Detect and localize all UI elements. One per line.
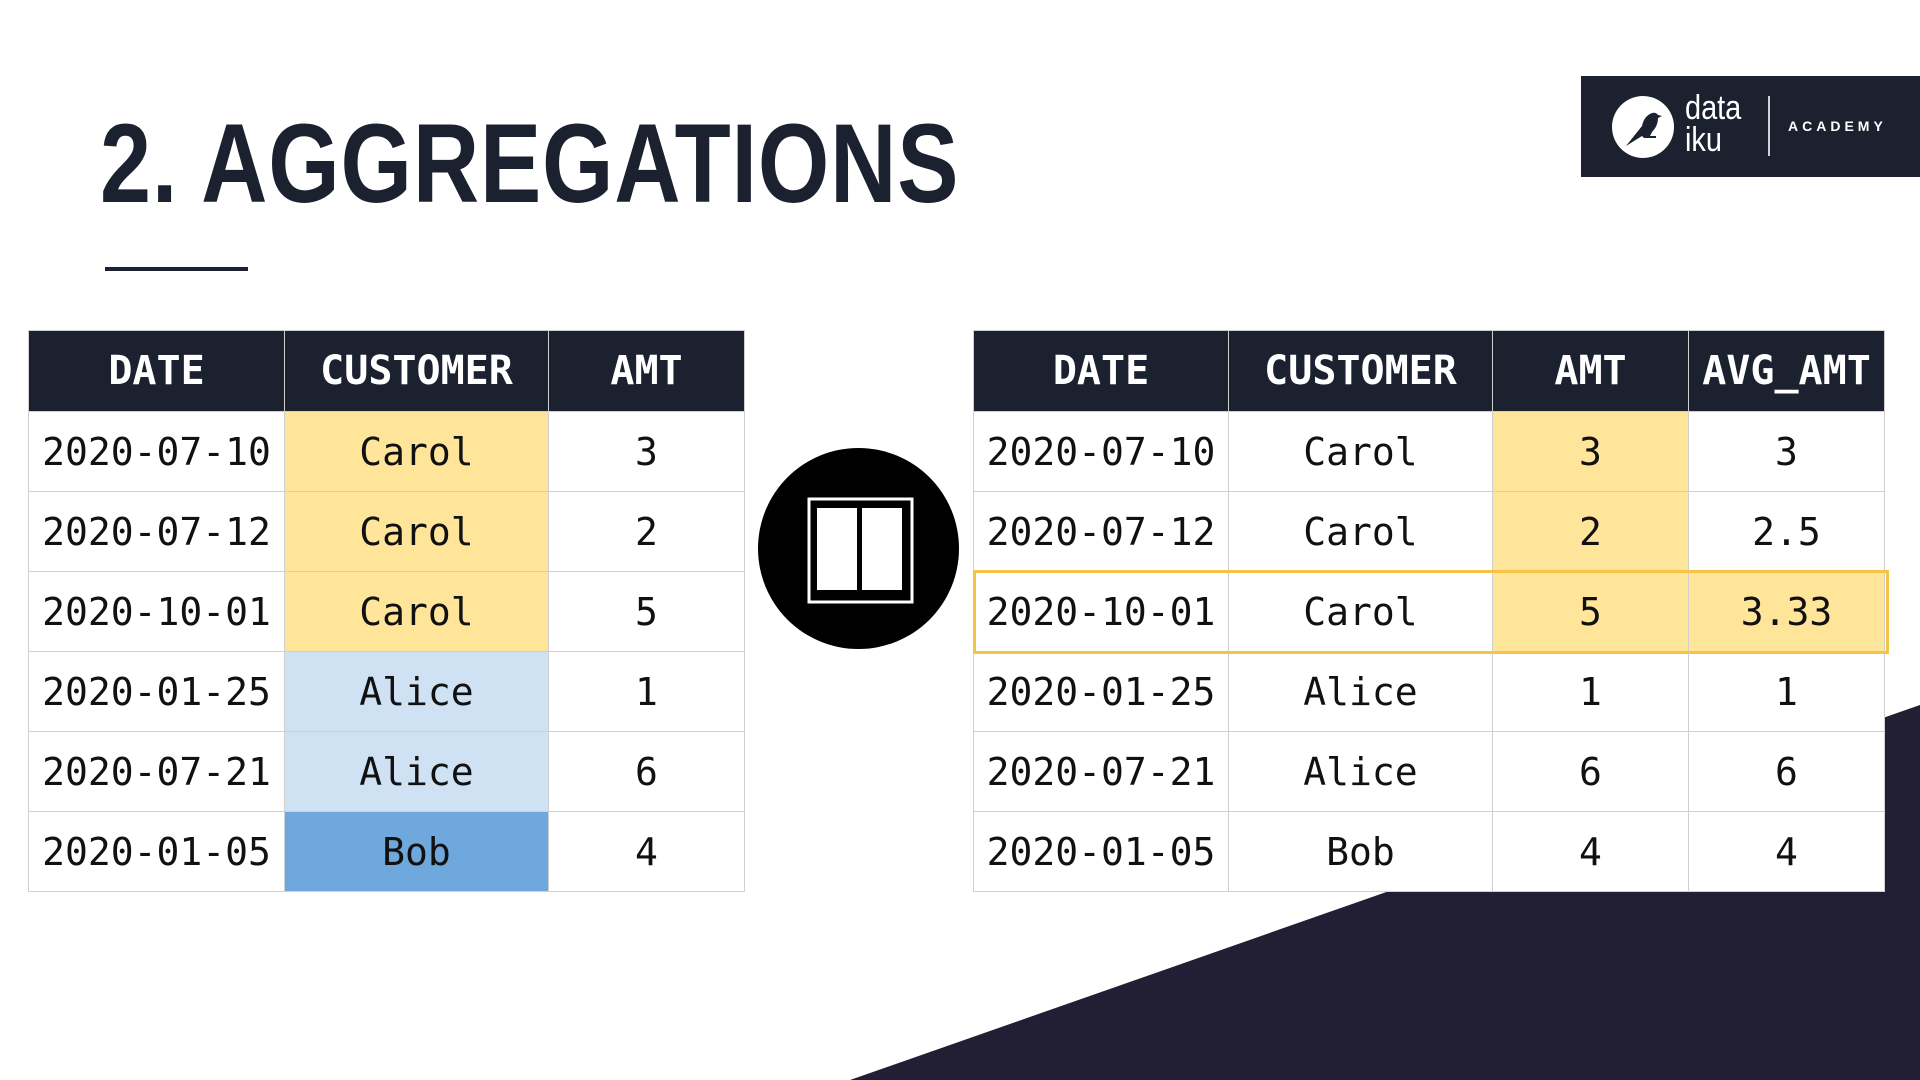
cell-customer: Bob bbox=[284, 811, 549, 892]
logo-academy-label: ACADEMY bbox=[1788, 118, 1887, 134]
column-header-customer: CUSTOMER bbox=[1228, 330, 1493, 412]
cell-date: 2020-07-10 bbox=[973, 411, 1229, 492]
cell-amt: 3 bbox=[548, 411, 745, 492]
cell-customer: Alice bbox=[1228, 651, 1493, 732]
cell-customer: Alice bbox=[284, 731, 549, 812]
cell-date: 2020-07-12 bbox=[28, 491, 285, 572]
column-header-avg-amt: AVG_AMT bbox=[1688, 330, 1885, 412]
logo-wordmark: data iku bbox=[1685, 89, 1742, 159]
cell-avg-amt: 3.33 bbox=[1688, 571, 1885, 652]
cell-amt: 4 bbox=[1492, 811, 1689, 892]
window-columns-icon bbox=[807, 497, 914, 604]
cell-customer: Alice bbox=[284, 651, 549, 732]
cell-amt: 6 bbox=[1492, 731, 1689, 812]
cell-customer: Carol bbox=[1228, 571, 1493, 652]
column-header-amt: AMT bbox=[548, 330, 745, 412]
title-underline bbox=[105, 267, 248, 271]
table-header-row: DATE CUSTOMER AMT bbox=[28, 330, 745, 412]
column-header-amt: AMT bbox=[1492, 330, 1689, 412]
input-table: DATE CUSTOMER AMT 2020-07-10 Carol 3 202… bbox=[28, 330, 745, 892]
cell-date: 2020-10-01 bbox=[973, 571, 1229, 652]
cell-customer: Alice bbox=[1228, 731, 1493, 812]
cell-amt: 2 bbox=[1492, 491, 1689, 572]
cell-amt: 2 bbox=[548, 491, 745, 572]
window-function-operator bbox=[758, 448, 959, 649]
column-header-date: DATE bbox=[28, 330, 285, 412]
cell-date: 2020-01-25 bbox=[28, 651, 285, 732]
cell-date: 2020-01-25 bbox=[973, 651, 1229, 732]
table-row: 2020-01-05 Bob 4 4 bbox=[973, 811, 1885, 892]
cell-customer: Carol bbox=[284, 411, 549, 492]
cell-customer: Carol bbox=[1228, 491, 1493, 572]
table-header-row: DATE CUSTOMER AMT AVG_AMT bbox=[973, 330, 1885, 412]
table-row: 2020-07-10 Carol 3 3 bbox=[973, 411, 1885, 492]
bird-icon bbox=[1612, 96, 1674, 158]
dataiku-academy-logo: data iku ACADEMY bbox=[1581, 76, 1920, 177]
cell-amt: 6 bbox=[548, 731, 745, 812]
column-header-customer: CUSTOMER bbox=[284, 330, 549, 412]
cell-date: 2020-07-10 bbox=[28, 411, 285, 492]
cell-customer: Carol bbox=[1228, 411, 1493, 492]
cell-date: 2020-01-05 bbox=[973, 811, 1229, 892]
cell-date: 2020-07-21 bbox=[973, 731, 1229, 812]
table-row-highlighted: 2020-10-01 Carol 5 3.33 bbox=[973, 571, 1885, 652]
table-row: 2020-07-10 Carol 3 bbox=[28, 411, 745, 492]
cell-avg-amt: 4 bbox=[1688, 811, 1885, 892]
logo-word-data: data bbox=[1685, 89, 1742, 127]
cell-date: 2020-07-21 bbox=[28, 731, 285, 812]
cell-date: 2020-01-05 bbox=[28, 811, 285, 892]
cell-date: 2020-10-01 bbox=[28, 571, 285, 652]
table-row: 2020-01-05 Bob 4 bbox=[28, 811, 745, 892]
cell-customer: Carol bbox=[284, 571, 549, 652]
table-row: 2020-07-21 Alice 6 6 bbox=[973, 731, 1885, 812]
logo-word-iku: iku bbox=[1685, 121, 1722, 159]
cell-amt: 3 bbox=[1492, 411, 1689, 492]
logo-divider bbox=[1768, 96, 1770, 156]
cell-avg-amt: 2.5 bbox=[1688, 491, 1885, 572]
cell-customer: Bob bbox=[1228, 811, 1493, 892]
cell-avg-amt: 3 bbox=[1688, 411, 1885, 492]
page-title: 2. AGGREGATIONS bbox=[100, 101, 960, 226]
cell-amt: 5 bbox=[548, 571, 745, 652]
table-row: 2020-07-21 Alice 6 bbox=[28, 731, 745, 812]
cell-amt: 1 bbox=[1492, 651, 1689, 732]
table-row: 2020-07-12 Carol 2 2.5 bbox=[973, 491, 1885, 572]
cell-amt: 1 bbox=[548, 651, 745, 732]
cell-customer: Carol bbox=[284, 491, 549, 572]
cell-date: 2020-07-12 bbox=[973, 491, 1229, 572]
cell-amt: 5 bbox=[1492, 571, 1689, 652]
cell-avg-amt: 6 bbox=[1688, 731, 1885, 812]
column-header-date: DATE bbox=[973, 330, 1229, 412]
table-row: 2020-01-25 Alice 1 bbox=[28, 651, 745, 732]
table-row: 2020-10-01 Carol 5 bbox=[28, 571, 745, 652]
table-row: 2020-07-12 Carol 2 bbox=[28, 491, 745, 572]
cell-amt: 4 bbox=[548, 811, 745, 892]
output-table: DATE CUSTOMER AMT AVG_AMT 2020-07-10 Car… bbox=[973, 330, 1885, 892]
cell-avg-amt: 1 bbox=[1688, 651, 1885, 732]
table-row: 2020-01-25 Alice 1 1 bbox=[973, 651, 1885, 732]
